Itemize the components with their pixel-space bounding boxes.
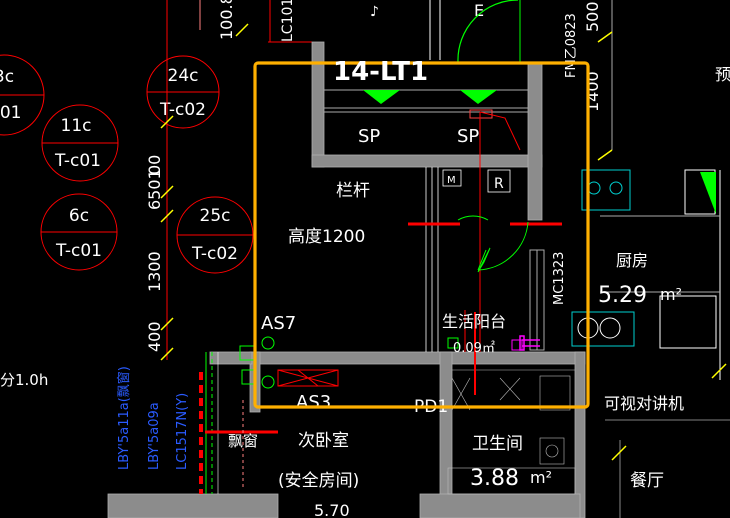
- label-sp-right: SP: [457, 126, 479, 147]
- door-swing-top: [457, 0, 519, 63]
- label-lc1012: LC1012: [280, 0, 296, 42]
- left-dimension-ticks: [160, 23, 249, 361]
- kitchen-door: [457, 215, 529, 273]
- wall-marks: [261, 336, 523, 389]
- dim-6501: 6501: [145, 169, 164, 210]
- label-bath-area: 3.88: [470, 466, 519, 491]
- label-bath-unit: m²: [530, 468, 552, 487]
- label-bottom-dim: 5.70: [314, 501, 350, 518]
- svg-text:♪: ♪: [370, 4, 379, 20]
- railing-lines: [425, 167, 511, 352]
- tag-code: T-c01: [54, 151, 101, 171]
- right-guides: [605, 363, 730, 518]
- tag-code: c01: [0, 103, 21, 123]
- label-as7: AS7: [261, 313, 296, 334]
- label-railing: 栏杆: [336, 181, 370, 201]
- label-fm-door: FM乙0823: [564, 13, 579, 78]
- label-bathroom: 卫生间: [472, 434, 523, 454]
- label-safe-room: (安全房间): [278, 471, 359, 491]
- dim-00: 00: [145, 155, 164, 175]
- left-dimension-line: [166, 0, 201, 360]
- label-edge-right: 预: [715, 65, 730, 84]
- label-r: R: [494, 176, 504, 192]
- tag-num: 24c: [168, 66, 199, 86]
- circle-tag-texts: 3c c01 24c T-c02 11c T-c01 6c T-c01 25c …: [0, 66, 238, 264]
- label-as3: AS3: [296, 392, 331, 413]
- kitchen-fixtures: [571, 169, 721, 380]
- label-mc1323: MC1323: [552, 252, 567, 305]
- label-kitchen-unit: m²: [660, 285, 682, 304]
- label-lc1517: LC1517N(Y): [175, 393, 190, 470]
- label-balcony-area: 0.09㎡: [453, 341, 495, 356]
- balcony-window: [324, 89, 528, 352]
- label-dining: 餐厅: [630, 471, 664, 491]
- circle-tags: [0, 54, 254, 274]
- label-bay-window: 飘窗: [228, 432, 258, 450]
- dim-400: 400: [145, 321, 164, 352]
- tag-num: 25c: [200, 206, 231, 226]
- label-kitchen-area: 5.29: [598, 283, 647, 308]
- sp-marker-left: [363, 90, 400, 104]
- label-lby-5a11a: LBY'5a11a(飘窗): [116, 366, 132, 470]
- sp-marker-right: [460, 90, 497, 104]
- label-railing-height: 高度1200: [288, 227, 365, 247]
- dim-100-8: 100.8: [217, 0, 236, 40]
- highlight-box: [253, 61, 590, 409]
- label-m: M: [447, 175, 456, 186]
- tag-num: 3c: [0, 67, 14, 87]
- highlight-label: 14-LT1: [333, 57, 428, 87]
- label-sp-left: SP: [358, 126, 380, 147]
- tag-code: T-c02: [191, 244, 238, 264]
- kitchen-green-marker: [700, 172, 716, 214]
- sp-markers: [363, 90, 497, 104]
- dim-1400: 1400: [583, 71, 602, 112]
- label-e: E: [474, 1, 484, 20]
- label-left-edge: 分1.0h: [0, 371, 48, 389]
- tag-code: T-c02: [159, 100, 206, 120]
- tag-num: 6c: [69, 206, 89, 226]
- bathroom-hatch: [447, 369, 576, 495]
- tag-num: 11c: [61, 116, 92, 136]
- mc-window: [529, 249, 545, 351]
- label-lby-5a09a: LBY'5a09a: [147, 402, 162, 470]
- dim-500: 500: [583, 1, 602, 32]
- dim-1300: 1300: [145, 251, 164, 292]
- as3-hatch: [277, 369, 339, 387]
- label-video-intercom: 可视对讲机: [604, 394, 684, 413]
- label-service-balcony: 生活阳台: [442, 312, 506, 331]
- tag-code: T-c01: [55, 241, 102, 261]
- label-kitchen: 厨房: [616, 251, 648, 270]
- label-second-bedroom: 次卧室: [298, 431, 349, 451]
